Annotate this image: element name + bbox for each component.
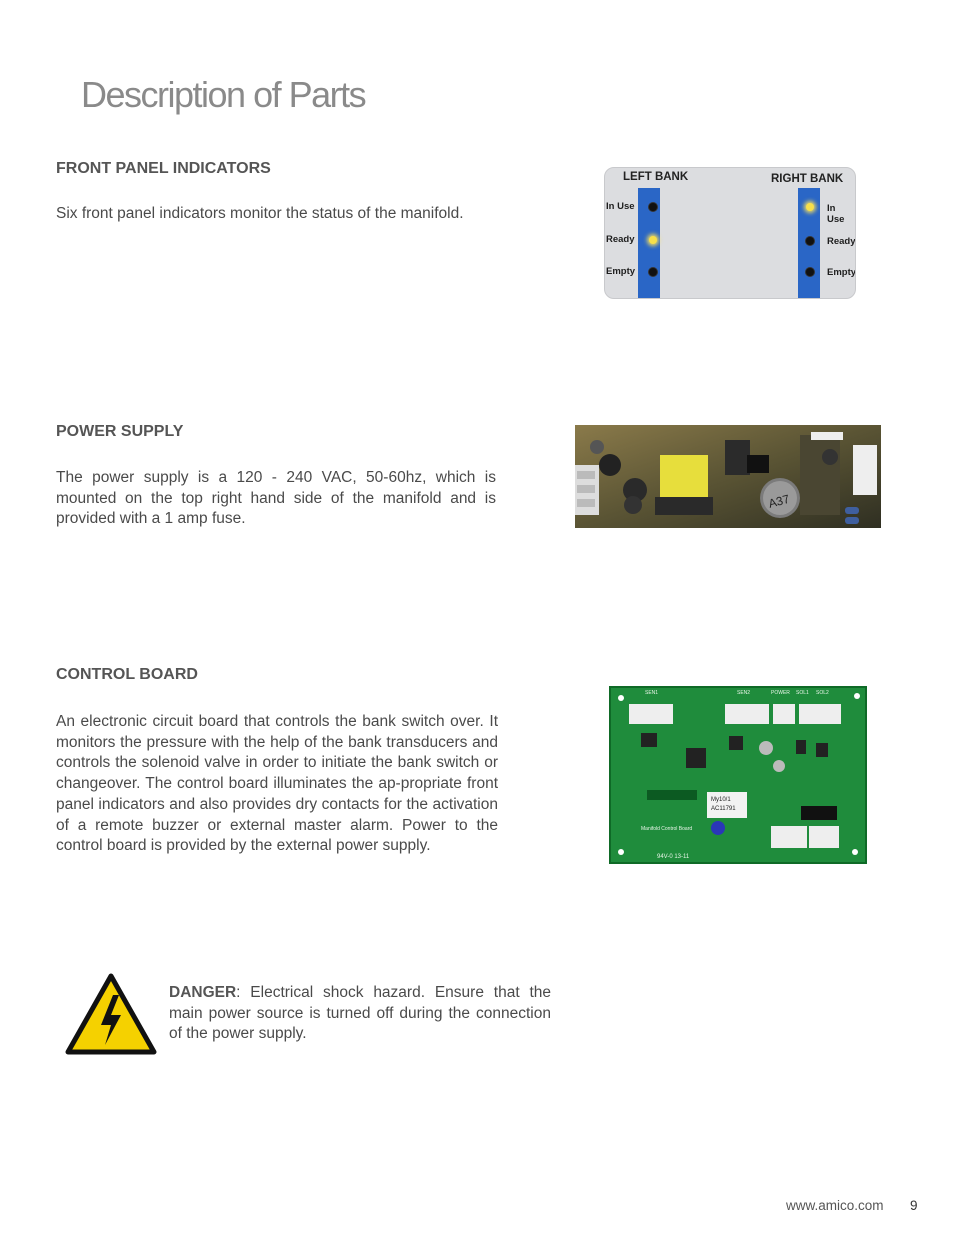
silk-top-label: POWER [771, 690, 790, 696]
right-ready-led [806, 237, 814, 245]
left-empty-led [649, 268, 657, 276]
power-supply-photo: A37 [575, 425, 881, 528]
right-indicator-label: In Use [827, 203, 845, 225]
power-supply-text: The power supply is a 120 - 240 VAC, 50-… [56, 469, 496, 528]
right-bank-label: RIGHT BANK [771, 173, 844, 185]
page-number: 9 [910, 1198, 918, 1213]
silk-top-label: SOL1 [796, 690, 809, 696]
silk-top-label: SOL2 [816, 690, 829, 696]
electrical-hazard-icon [65, 973, 157, 1055]
page-title: Description of Parts [81, 74, 367, 115]
silk-top-label: SEN2 [737, 690, 750, 696]
danger-text: DANGER: Electrical shock hazard. Ensure … [169, 983, 551, 1045]
left-indicator-label: Ready [606, 234, 635, 245]
left-indicator-label: Empty [606, 266, 636, 277]
front-panel-image: LEFT BANK RIGHT BANK In Use Ready Empty … [604, 167, 856, 299]
board-label-line: AC11791 [711, 806, 736, 812]
right-indicator-label: Empty [827, 267, 856, 278]
danger-label: DANGER [169, 984, 237, 1001]
left-indicator-label: In Use [606, 201, 635, 212]
silk-top-label: SEN1 [645, 690, 658, 696]
svg-text:A37: A37 [767, 492, 792, 511]
right-empty-led [806, 268, 814, 276]
front-panel-text: Six front panel indicators monitor the s… [56, 205, 464, 222]
left-bank-label: LEFT BANK [623, 171, 689, 183]
front-panel-heading: FRONT PANEL INDICATORS [56, 160, 271, 177]
control-board-heading: CONTROL BOARD [56, 666, 198, 683]
danger-message: : Electrical shock hazard. Ensure that t… [169, 984, 551, 1043]
right-indicator-label: Ready [827, 236, 856, 247]
footer-url[interactable]: www.amico.com [786, 1198, 884, 1213]
right-in-use-led [806, 203, 814, 211]
left-ready-led [649, 236, 657, 244]
control-board-image: SEN1 SEN2 POWER SOL1 SOL2 My10/1 AC11791… [609, 686, 867, 864]
board-label-line: My10/1 [711, 797, 731, 803]
power-supply-image: A37 [575, 425, 881, 528]
left-in-use-led [649, 203, 657, 211]
control-board-photo: SEN1 SEN2 POWER SOL1 SOL2 My10/1 AC11791… [611, 688, 865, 862]
power-supply-heading: POWER SUPPLY [56, 423, 184, 440]
board-code-text: 94V-0 13-11 [657, 854, 690, 860]
control-board-text: An electronic circuit board that control… [56, 713, 498, 855]
board-name-text: Manifold Control Board [641, 826, 692, 832]
